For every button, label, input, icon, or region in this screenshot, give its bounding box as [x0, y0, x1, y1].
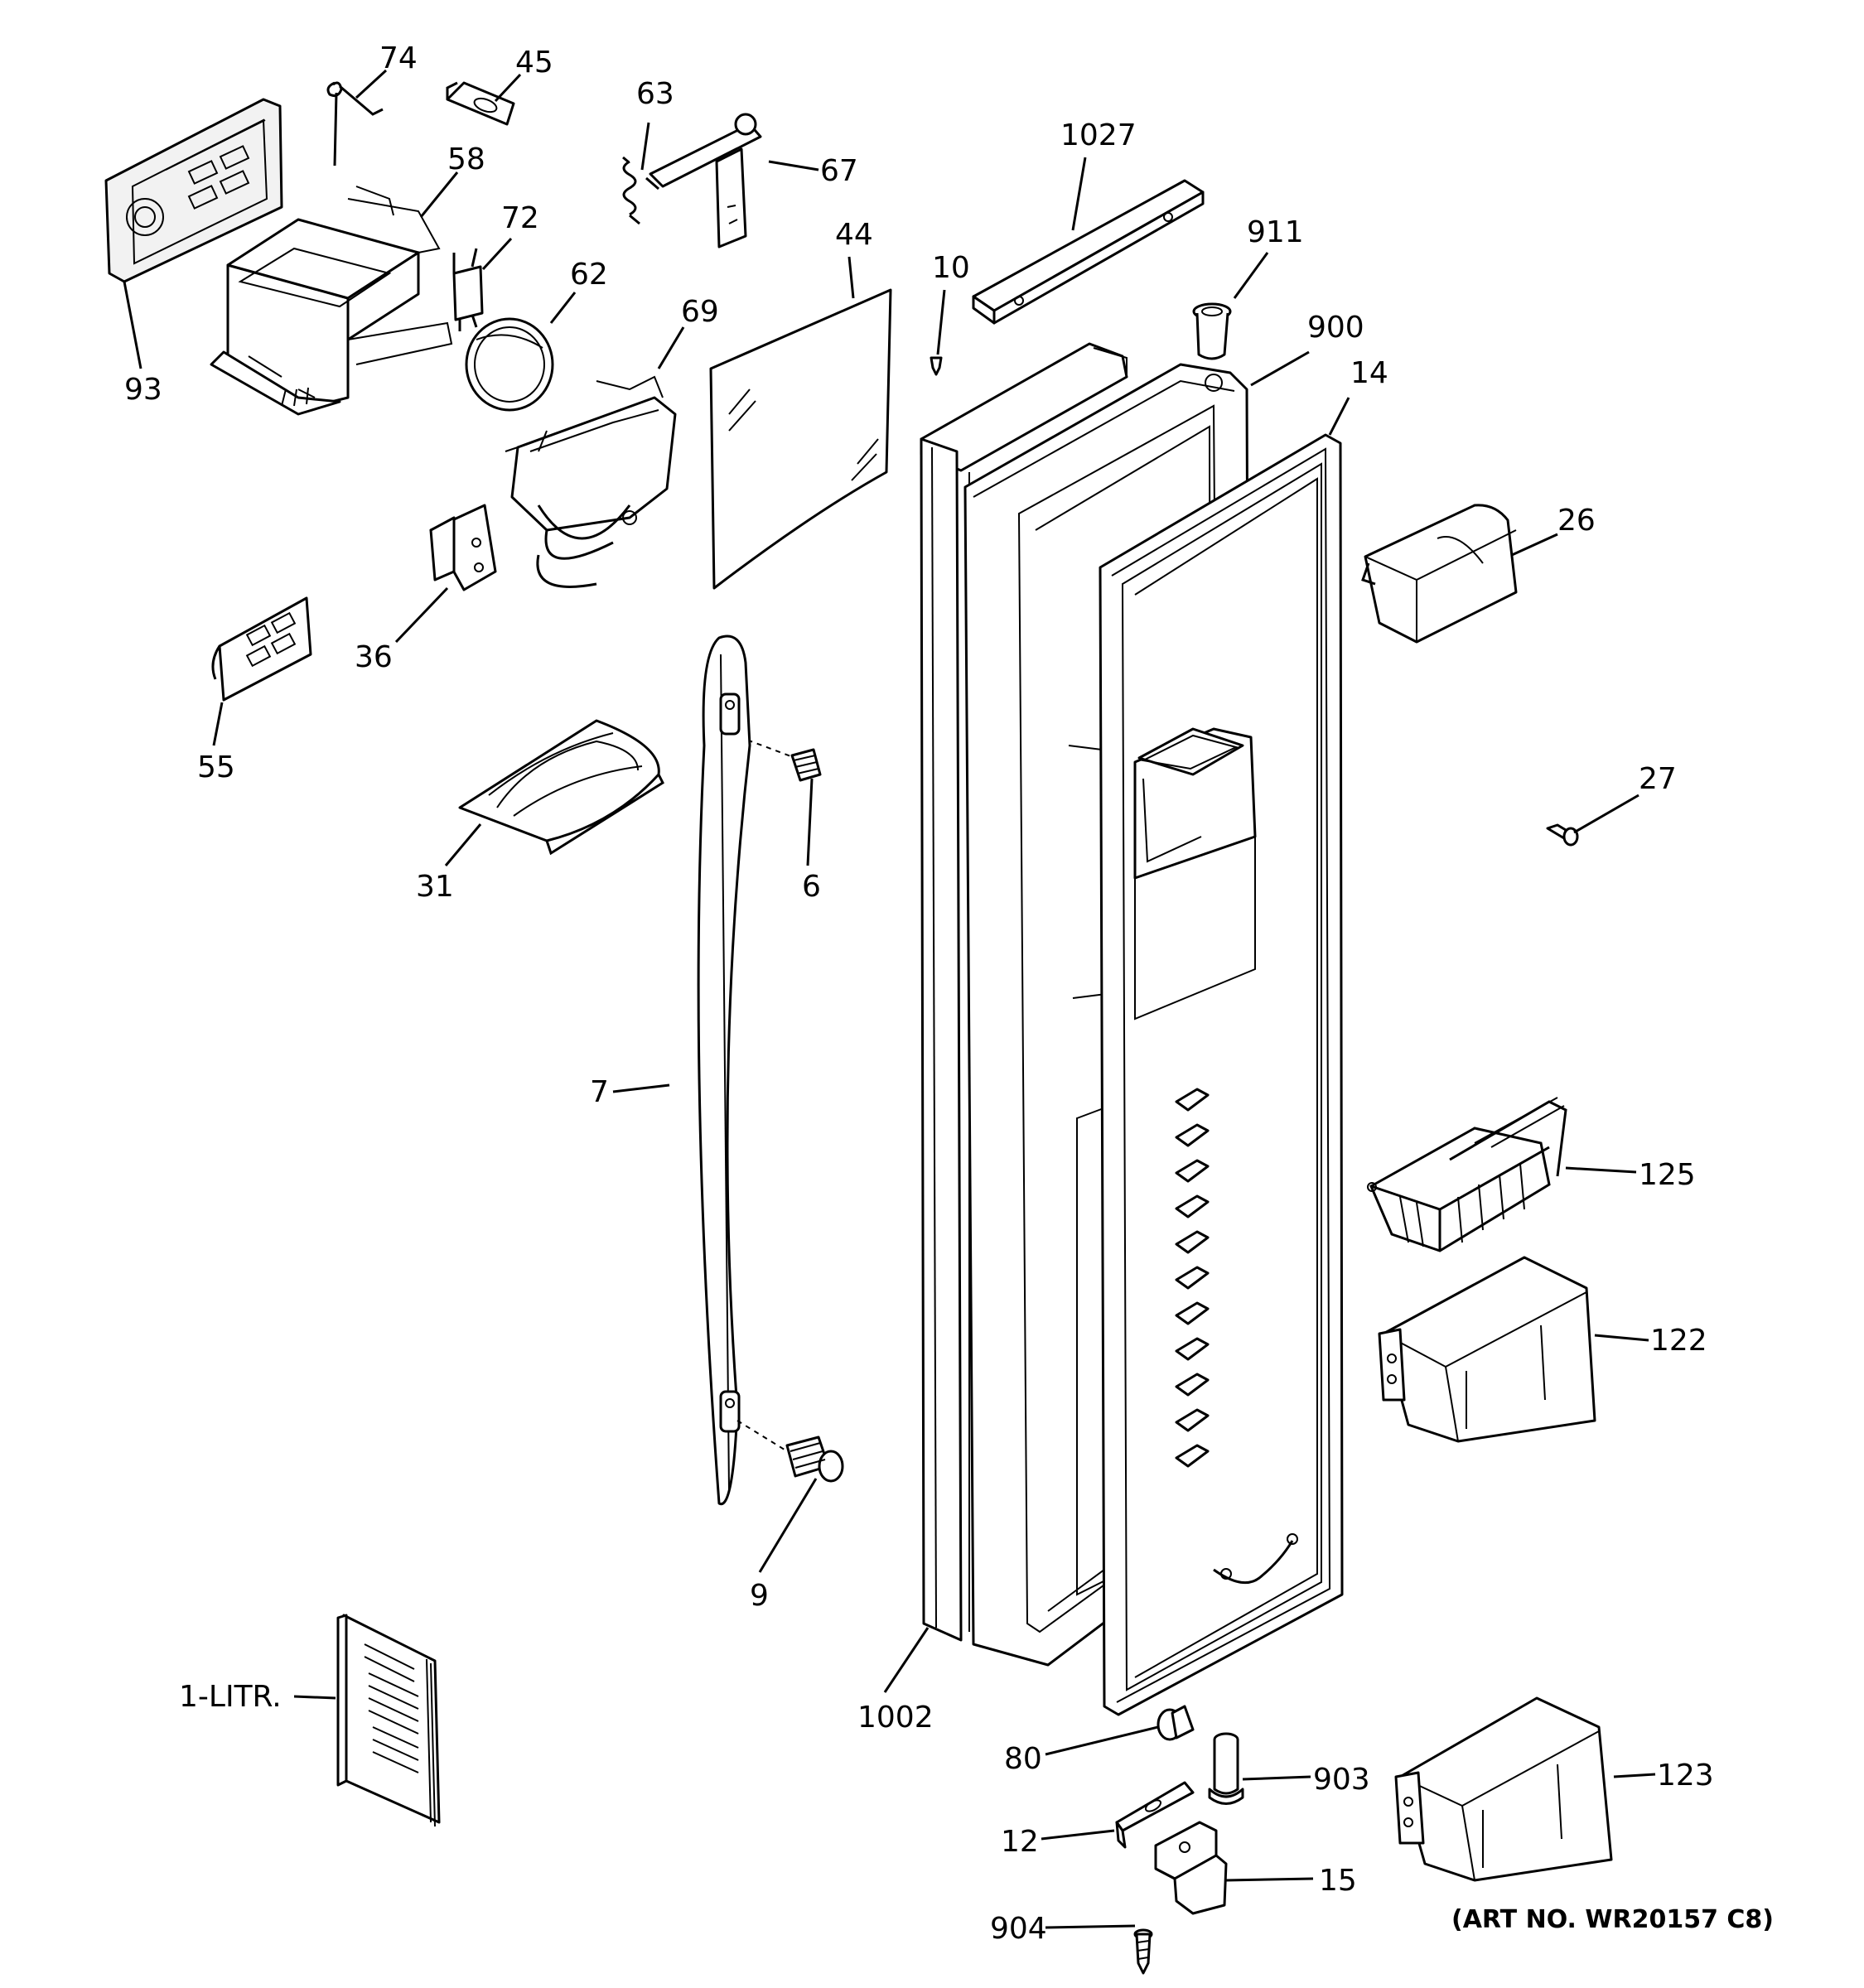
label-1-litr: 1-LITR. [179, 1680, 282, 1714]
label-125: 125 [1639, 1158, 1696, 1192]
label-31: 31 [416, 870, 454, 904]
part-12-hinge-plate [1115, 1781, 1195, 1849]
label-903: 903 [1313, 1763, 1370, 1797]
part-911-bushing [1192, 302, 1232, 360]
label-15: 15 [1319, 1864, 1357, 1898]
part-1002-door-outer [920, 342, 1128, 1642]
part-93-control-panel [104, 98, 283, 283]
part-10-screw [930, 356, 943, 376]
part-1-litr-literature [336, 1614, 441, 1827]
door-shelf-ribs [1175, 1088, 1210, 1468]
part-123-door-bin [1394, 1696, 1613, 1882]
label-63: 63 [636, 77, 674, 111]
label-122: 122 [1650, 1324, 1707, 1358]
door-dispenser-recess [1133, 727, 1257, 1021]
door-wire-harness [1213, 1533, 1298, 1585]
label-14: 14 [1350, 356, 1388, 390]
label-1002: 1002 [857, 1701, 934, 1735]
label-72: 72 [501, 201, 539, 235]
part-31-drip-tray [458, 719, 664, 856]
label-67: 67 [820, 154, 858, 188]
part-69-ice-chute [505, 375, 677, 588]
label-26: 26 [1557, 504, 1596, 538]
part-9-mounting-stud [736, 1420, 844, 1483]
part-26-dairy-bin [1361, 504, 1518, 644]
part-58-dispenser-housing [210, 186, 453, 416]
label-36: 36 [355, 640, 393, 674]
part-904-screw [1133, 1928, 1153, 1975]
label-93: 93 [124, 373, 162, 407]
part-14-door-gasket [1099, 433, 1344, 1716]
part-1027-top-cap [972, 179, 1205, 325]
part-55-circuit-board [211, 596, 312, 702]
label-1027: 1027 [1060, 118, 1137, 152]
label-12: 12 [1001, 1825, 1039, 1859]
label-6: 6 [802, 870, 821, 904]
part-67-flap-hinge [645, 113, 762, 248]
part-74-spring [326, 81, 384, 166]
label-58: 58 [447, 142, 485, 176]
label-27: 27 [1639, 762, 1677, 796]
part-45-bracket [446, 81, 515, 126]
part-36-bracket [429, 504, 497, 591]
part-903-hinge-pin [1208, 1732, 1244, 1805]
label-904: 904 [990, 1912, 1047, 1946]
part-15-bottom-hinge [1154, 1821, 1228, 1915]
label-7: 7 [590, 1075, 609, 1109]
label-123: 123 [1657, 1759, 1714, 1793]
part-122-door-bin [1378, 1256, 1596, 1443]
part-7-door-handle [697, 635, 751, 1506]
part-27-screw [1546, 823, 1579, 847]
part-63-spring [622, 156, 640, 225]
part-72-switch [452, 248, 484, 331]
label-45: 45 [515, 46, 553, 80]
part-62-auger-ring [465, 317, 554, 412]
label-62: 62 [570, 258, 608, 292]
label-9: 9 [750, 1579, 769, 1613]
art-number: (ART NO. WR20157 C8) [1451, 1905, 1774, 1934]
part-125-wire-basket [1367, 1097, 1567, 1252]
leader-lines [123, 69, 1656, 1929]
label-69: 69 [681, 295, 719, 329]
label-55: 55 [197, 750, 235, 784]
part-80-bushing [1157, 1705, 1195, 1741]
label-74: 74 [379, 41, 418, 75]
label-44: 44 [835, 218, 873, 252]
part-44-glass-panel [709, 288, 892, 590]
part-6-screw [728, 732, 822, 782]
label-911: 911 [1247, 215, 1304, 249]
part-labels: 74 45 63 67 1027 58 72 44 10 911 62 69 9… [124, 41, 1774, 1946]
label-10: 10 [932, 251, 970, 285]
label-80: 80 [1004, 1742, 1042, 1776]
label-900: 900 [1307, 311, 1364, 345]
